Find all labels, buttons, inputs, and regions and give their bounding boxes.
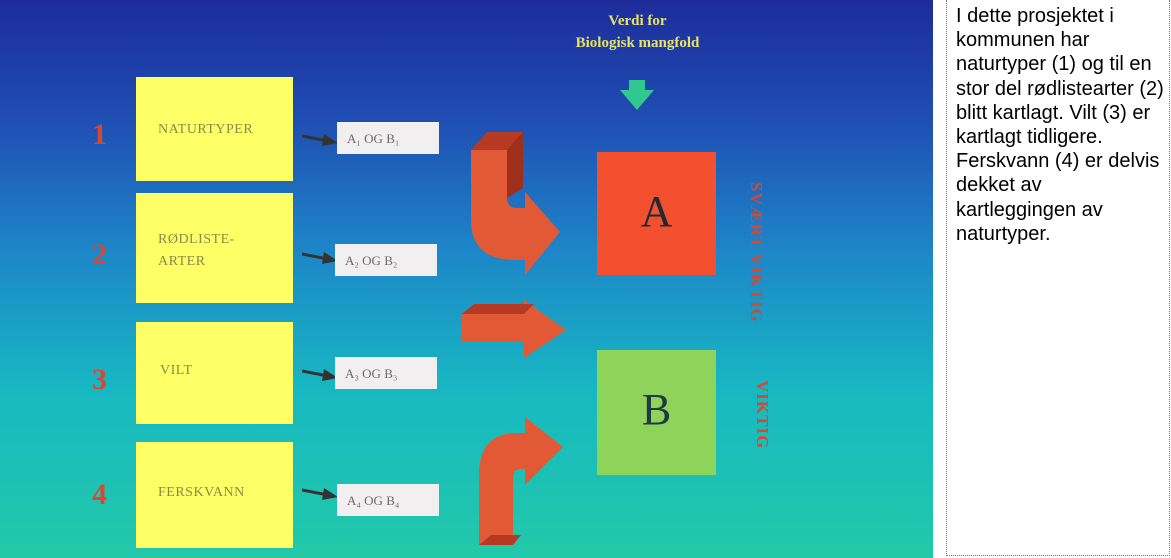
row-3-output: A₃ OG B₃ [345,366,397,382]
row-1-input-box: NATURTYPER [136,77,293,181]
box-b-letter: B [597,384,716,435]
row-4-input-box: FERSKVANN [136,442,293,548]
row-1-output-box: A₁ OG B₁ [337,122,439,154]
row-2-arrow-icon [302,250,338,264]
row-1-label: NATURTYPER [158,119,253,141]
row-2-label-line-1: RØDLISTE- [158,229,235,251]
row-1-number: 1 [92,118,107,152]
title-line-1: Verdi for [550,10,725,32]
row-3-output-box: A₃ OG B₃ [335,357,437,389]
row-2-label-line-2: ARTER [158,251,206,273]
straight-arrow-icon [462,290,572,360]
diagram-slide: Verdi for Biologisk mangfold 1 NATURTYPE… [0,0,933,558]
sidebar-text-box: I dette prosjektet i kommunen har naturt… [946,0,1170,556]
row-1-arrow-icon [302,132,338,146]
curved-arrow-up-icon [465,385,575,550]
diagram-title: Verdi for Biologisk mangfold [550,10,725,54]
curved-arrow-down-icon [465,110,580,275]
row-4-arrow-icon [302,486,338,500]
row-3-label: VILT [160,360,193,382]
box-b-side-label: VIKTIG [752,380,772,449]
row-4-label: FERSKVANN [158,482,245,504]
row-4-output-box: A₄ OG B₄ [337,484,439,516]
row-3-input-box: VILT [136,322,293,424]
title-line-2: Biologisk mangfold [550,32,725,54]
down-arrow-icon [620,80,654,110]
row-2-output: A₂ OG B₂ [345,253,397,269]
box-a: A [597,152,716,275]
row-2-output-box: A₂ OG B₂ [335,244,437,276]
box-a-letter: A [597,186,716,237]
row-2-number: 2 [92,238,107,272]
row-3-number: 3 [92,363,107,397]
row-2-input-box: RØDLISTE- ARTER [136,193,293,303]
box-b: B [597,350,716,475]
sidebar-description: I dette prosjektet i kommunen har naturt… [956,4,1166,246]
row-4-output: A₄ OG B₄ [347,493,399,509]
row-1-output: A₁ OG B₁ [347,131,399,147]
box-a-side-label: SVÆRT VIKTIG [746,182,766,323]
row-4-number: 4 [92,478,107,512]
row-3-arrow-icon [302,367,338,381]
